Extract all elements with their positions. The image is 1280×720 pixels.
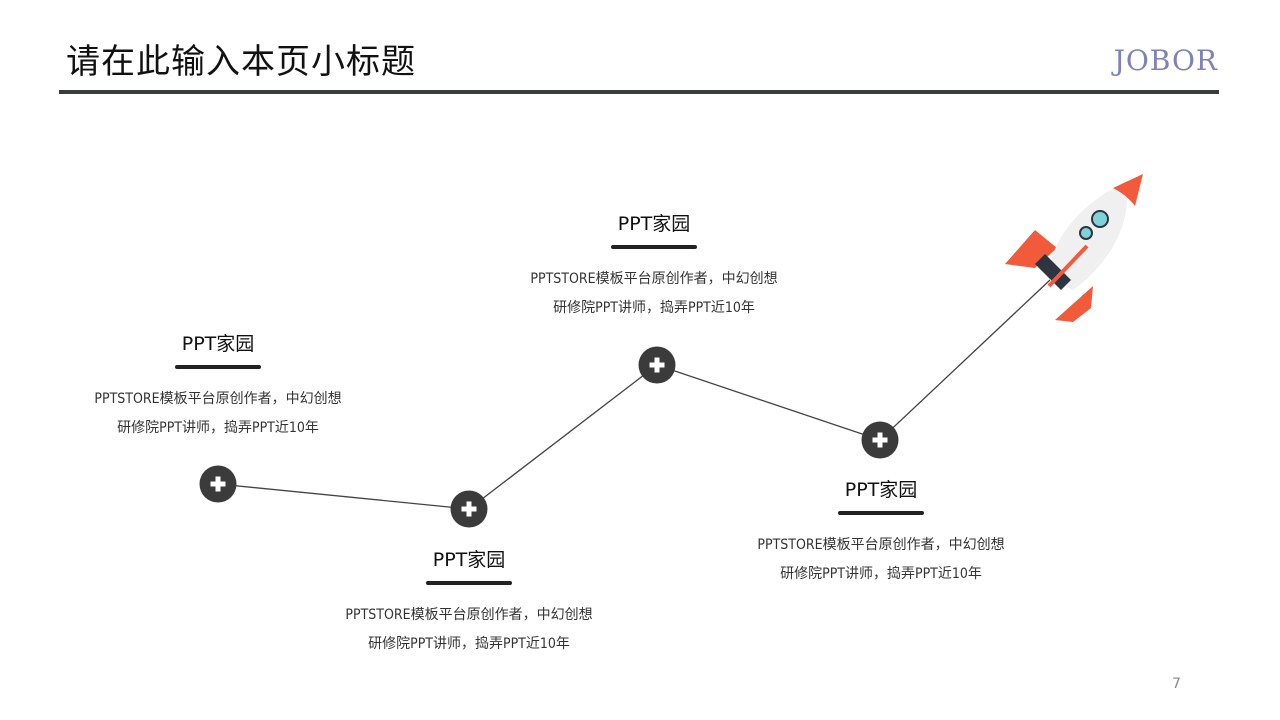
card-description: PPTSTORE模板平台原创作者，中幻创想 研修院PPT讲师，捣弄PPT近10年 [757,537,1005,582]
plus-icon [461,501,477,517]
plus-icon [649,357,665,373]
brand-logo: JOBOR [1113,44,1218,77]
card-underline [611,245,697,249]
card-underline [426,581,512,585]
card-underline [175,365,261,369]
plus-icon [872,432,888,448]
timeline-node-1[interactable] [199,465,237,503]
page-number: 7 [1172,676,1181,692]
timeline-card-3: PPT家园 PPTSTORE模板平台原创作者，中幻创想 研修院PPT讲师，捣弄P… [504,211,804,323]
card-underline [838,511,924,515]
timeline-card-1: PPT家园 PPTSTORE模板平台原创作者，中幻创想 研修院PPT讲师，捣弄P… [68,331,368,443]
plus-icon [210,476,226,492]
card-title: PPT家园 [181,333,255,355]
card-title: PPT家园 [432,549,506,571]
card-description: PPTSTORE模板平台原创作者，中幻创想 研修院PPT讲师，捣弄PPT近10年 [345,607,593,652]
timeline-node-4[interactable] [861,421,899,459]
timeline-card-2: PPT家园 PPTSTORE模板平台原创作者，中幻创想 研修院PPT讲师，捣弄P… [319,547,619,659]
header-divider [59,90,1219,94]
card-description: PPTSTORE模板平台原创作者，中幻创想 研修院PPT讲师，捣弄PPT近10年 [94,391,342,436]
card-title: PPT家园 [844,479,918,501]
card-description: PPTSTORE模板平台原创作者，中幻创想 研修院PPT讲师，捣弄PPT近10年 [530,271,778,316]
rocket-icon [1005,174,1143,322]
timeline-node-3[interactable] [638,346,676,384]
page-title: 请在此输入本页小标题 [66,42,416,82]
timeline-node-2[interactable] [450,490,488,528]
card-title: PPT家园 [617,213,691,235]
timeline-card-4: PPT家园 PPTSTORE模板平台原创作者，中幻创想 研修院PPT讲师，捣弄P… [731,477,1031,589]
